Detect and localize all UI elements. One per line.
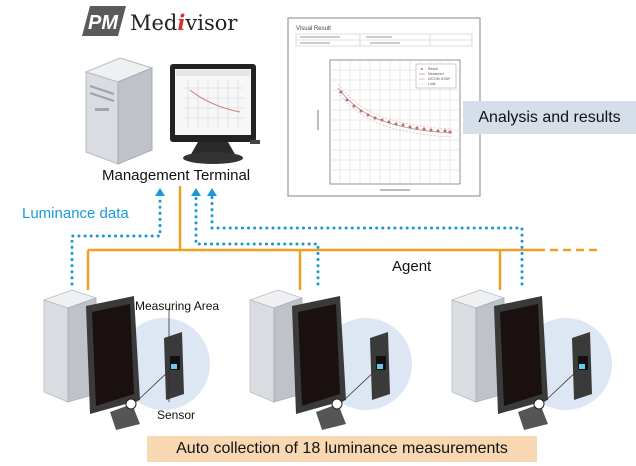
arrow-heads (155, 188, 217, 196)
logo-prefix: Med (130, 11, 178, 35)
luminance-data-paths (70, 194, 524, 286)
management-monitor-icon (170, 64, 260, 164)
agent-workstation-3 (450, 289, 612, 430)
report-legend-1: Measured (428, 72, 444, 76)
sensor-label: Sensor (157, 408, 196, 422)
luminance-data-label: Luminance data (22, 205, 129, 222)
agent-workstation-2 (248, 289, 412, 430)
logo-wordmark: Medivisor (130, 10, 237, 35)
logo-suffix: visor (185, 11, 238, 35)
agent-label: Agent (392, 258, 432, 275)
analysis-results-label: Analysis and results (463, 101, 636, 134)
logo-pm-text: PM (88, 12, 119, 34)
measuring-area-label: Measuring Area (135, 299, 220, 313)
report-legend-3: Limit (428, 82, 435, 86)
pm-logo-icon: PM (82, 6, 126, 36)
auto-collection-label: Auto collection of 18 luminance measurem… (147, 436, 537, 462)
report-legend-2: DICOM GSDF (428, 77, 450, 81)
report-legend-0: Result (428, 67, 438, 71)
report-title: Visual Result (296, 26, 331, 32)
logo-accent: i (177, 10, 186, 35)
management-tower-icon (84, 57, 154, 165)
analysis-report: Visual Result (287, 17, 481, 197)
management-terminal-label: Management Terminal (102, 167, 251, 184)
network-lines (86, 186, 545, 290)
agent-workstation-1 (42, 289, 210, 430)
